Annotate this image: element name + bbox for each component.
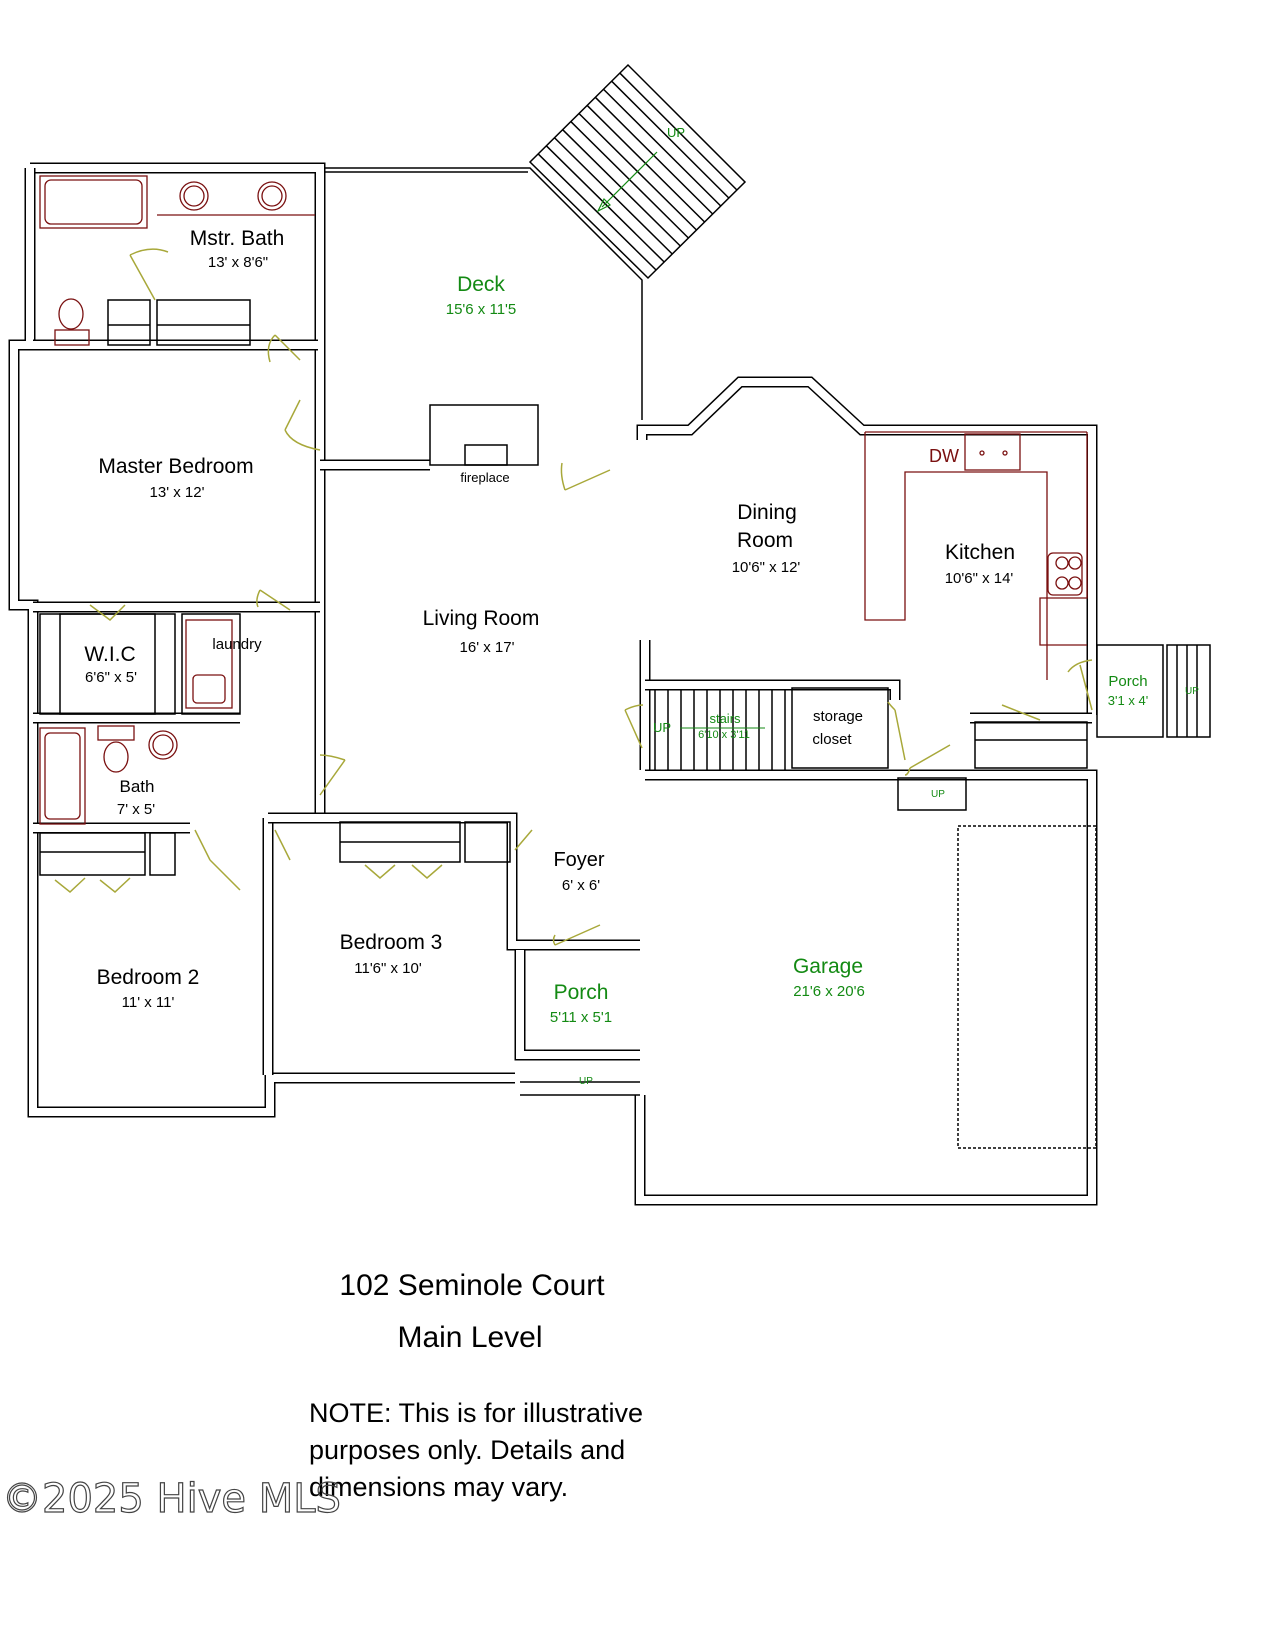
- note-line-2: purposes only. Details and: [309, 1435, 625, 1465]
- stair-tread: [611, 80, 730, 199]
- room-dims: 21'6 x 20'6: [793, 983, 865, 1000]
- room-name: Living Room: [423, 607, 540, 630]
- garage-up-label: UP: [931, 789, 945, 800]
- room-name: Mstr. Bath: [190, 227, 285, 250]
- wall-segment: [636, 771, 1096, 1204]
- wall-segment: [638, 378, 1096, 715]
- room-name: stairs: [709, 711, 741, 726]
- room-dims: 13' x 12': [150, 484, 205, 501]
- room-dims: 7' x 5': [117, 801, 155, 818]
- room-dims: 11' x 11': [122, 994, 175, 1011]
- watermark: ©2025 Hive MLS: [2, 1476, 341, 1522]
- plan-title: 102 Seminole Court: [339, 1269, 605, 1302]
- room-dims: 13' x 8'6": [208, 254, 268, 271]
- porch-up-label: UP: [579, 1076, 593, 1087]
- room-dims: 6'6" x 5': [85, 669, 137, 686]
- room-dims: 3'1 x 4': [1108, 693, 1148, 708]
- interior-stairs: UP: [653, 690, 786, 770]
- plan-subtitle: Main Level: [397, 1321, 542, 1354]
- room-name: Deck: [457, 273, 505, 296]
- room-labels: Mstr. Bath 13' x 8'6" Deck 15'6 x 11'5 M…: [84, 227, 1199, 1087]
- room-dims: 16' x 17': [460, 639, 515, 656]
- deck-stairs: UP: [528, 63, 747, 280]
- stair-tread: [619, 72, 738, 191]
- note-line-1: NOTE: This is for illustrative: [309, 1398, 643, 1428]
- room-name-line2: Room: [737, 529, 793, 552]
- fireplace-label: fireplace: [460, 470, 509, 485]
- room-dims: 6'10 x 3'11: [698, 729, 750, 741]
- doors: [54, 248, 1093, 946]
- room-dims: 10'6" x 12': [732, 559, 801, 576]
- walls: [8, 162, 1098, 1206]
- note-line-3: dimensions may vary.: [309, 1472, 568, 1502]
- room-name: Garage: [793, 955, 863, 978]
- wall-segment: [634, 769, 1098, 1206]
- room-dims: 5'11 x 5'1: [550, 1009, 612, 1026]
- interior-lines: [39, 167, 1211, 1149]
- stairs-up-label: UP: [653, 720, 671, 735]
- room-dims: 10'6" x 14': [945, 570, 1014, 587]
- room-name: Porch: [554, 981, 609, 1004]
- room-name: Foyer: [553, 849, 604, 871]
- room-name: Bedroom 3: [340, 931, 443, 954]
- room-name: Bath: [120, 777, 155, 796]
- room-name-line2: closet: [812, 731, 852, 748]
- room-dims: 11'6" x 10': [354, 960, 422, 977]
- wall-segment: [268, 814, 640, 949]
- room-dims: 6' x 6': [562, 877, 600, 894]
- room-name: W.I.C: [84, 643, 135, 666]
- dishwasher-label: DW: [929, 446, 959, 466]
- kitchen-porch-up-label: UP: [1185, 686, 1199, 697]
- room-name: Bedroom 2: [97, 966, 200, 989]
- deck-stairs-up-label: UP: [667, 125, 685, 140]
- room-name: Master Bedroom: [98, 455, 253, 478]
- room-name: storage: [813, 708, 863, 725]
- wall-segment: [516, 950, 640, 1059]
- room-name: Porch: [1108, 673, 1147, 690]
- room-name: Dining: [737, 501, 797, 524]
- wall-segment: [645, 681, 899, 700]
- room-name: laundry: [212, 636, 262, 653]
- fixtures: DW: [39, 175, 1088, 825]
- room-name: Kitchen: [945, 541, 1015, 564]
- room-dims: 15'6 x 11'5: [446, 301, 517, 318]
- stair-tread: [602, 88, 722, 207]
